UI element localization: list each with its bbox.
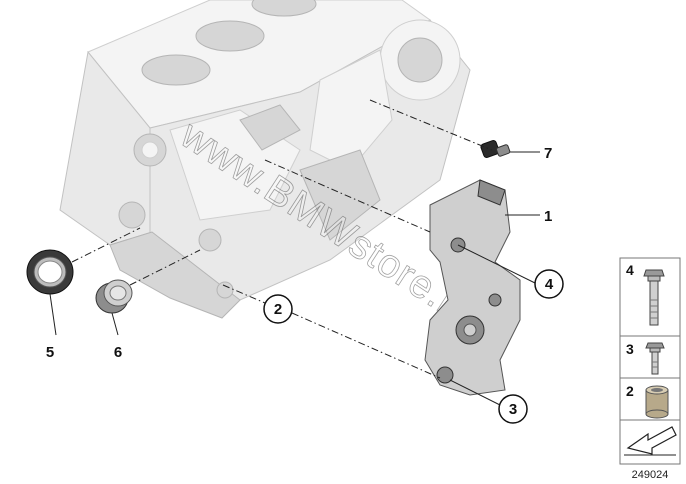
legend-item-2-label: 2: [626, 383, 634, 399]
callout-1: 1: [544, 208, 552, 225]
legend-item-3-label: 3: [626, 341, 634, 357]
callout-5: 5: [46, 344, 54, 361]
leader-lines: [49, 99, 540, 406]
long-bolt-icon: [643, 269, 665, 326]
engine-block: [59, 0, 471, 319]
callout-7: 7: [544, 145, 552, 162]
callout-6: 6: [114, 344, 122, 361]
dowel-sleeve-icon: [645, 385, 669, 419]
short-bolt-icon: [645, 342, 665, 375]
part-1-bracket: [424, 179, 521, 396]
callout-4: 4: [545, 276, 554, 293]
legend-item-4-label: 4: [626, 262, 634, 278]
diagram-id: 249024: [632, 469, 669, 481]
callout-4-marker: 4: [534, 269, 564, 299]
legend-panel: 4 3 2: [619, 257, 681, 481]
part-5-seal-ring: [26, 249, 74, 295]
callout-2: 2: [274, 301, 282, 318]
callout-3-marker: 3: [498, 394, 528, 424]
callout-2-marker: 2: [263, 294, 293, 324]
callout-3: 3: [509, 401, 517, 418]
arrow-down-left-icon[interactable]: [624, 426, 677, 456]
part-6-plug: [95, 279, 133, 314]
part-7-sensor: [480, 140, 511, 158]
